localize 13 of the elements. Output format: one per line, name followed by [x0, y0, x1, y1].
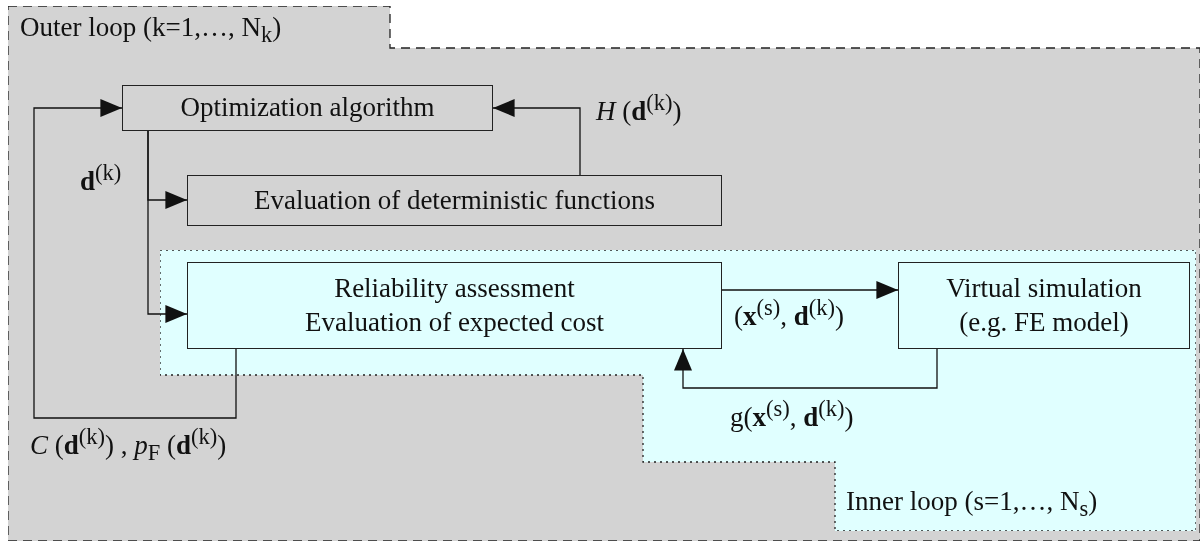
edge-label: g(x$^{(s)}$, d$^{(k)}$) — [728, 396, 856, 433]
arrow — [674, 348, 938, 389]
process-box: Optimization algorithm — [122, 85, 493, 131]
process-box: Evaluation of deterministic functions — [187, 175, 722, 226]
arrow — [492, 99, 581, 176]
arrow — [721, 281, 899, 299]
arrow — [33, 99, 237, 419]
process-box: Virtual simulation (e.g. FE model) — [898, 262, 1190, 349]
edge-label: H (d$^{(k)}$) — [594, 90, 684, 127]
arrow — [147, 130, 188, 323]
process-box: Reliability assessment Evaluation of expected cost — [187, 262, 722, 349]
loop-label: Inner loop (s=1,…, N$_{s}$) — [846, 486, 1098, 523]
loop-label: Outer loop (k=1,…, N$_{k}$) — [20, 12, 282, 49]
